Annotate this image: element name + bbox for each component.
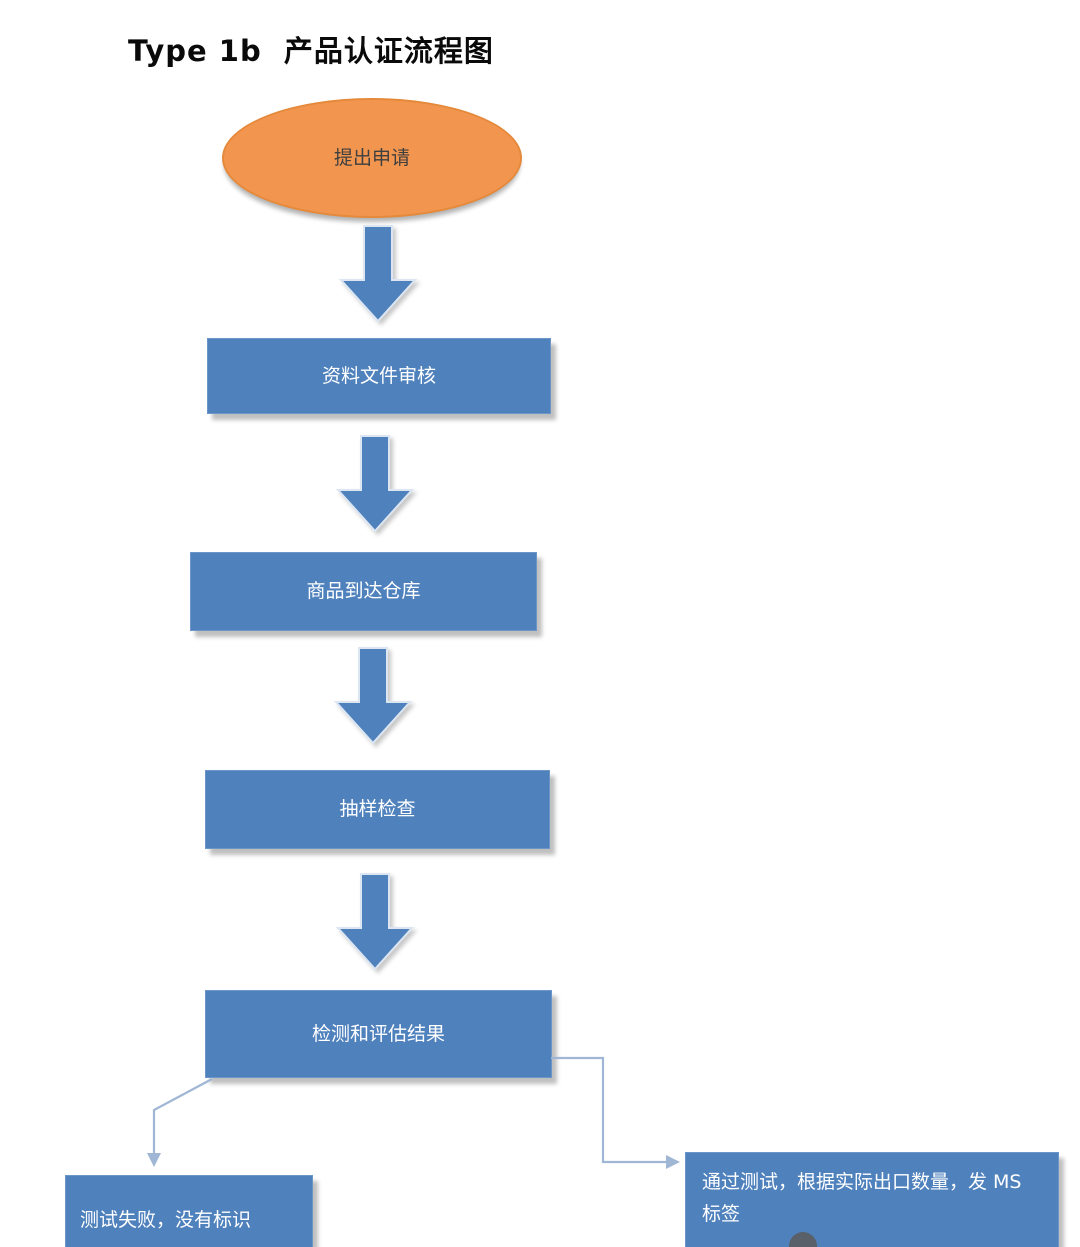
node-test-failed-label: 测试失败，没有标识 xyxy=(80,1208,252,1231)
node-start-label: 提出申请 xyxy=(333,146,410,169)
down-arrow-icon xyxy=(335,434,415,534)
connector-fail-branch xyxy=(147,1078,213,1167)
node-test-failed-no-label: 测试失败，没有标识 xyxy=(65,1175,313,1247)
node-sampling-inspection-label: 抽样检查 xyxy=(339,798,416,821)
node-test-and-evaluation-result-label: 检测和评估结果 xyxy=(311,1022,445,1045)
node-test-and-evaluation-result: 检测和评估结果 xyxy=(205,990,552,1078)
node-test-passed-label: 通过测试，根据实际出口数量，发 MS 标签 xyxy=(702,1171,1022,1226)
node-document-review-label: 资料文件审核 xyxy=(321,364,436,387)
connector-pass-branch xyxy=(551,1056,680,1169)
node-goods-arrive-warehouse: 商品到达仓库 xyxy=(190,552,537,631)
node-test-passed-issue-ms-label: 通过测试，根据实际出口数量，发 MS 标签 xyxy=(685,1152,1059,1247)
down-arrow-icon xyxy=(338,224,418,324)
down-arrow-icon xyxy=(335,872,415,972)
down-arrow-icon xyxy=(333,646,413,746)
node-sampling-inspection: 抽样检查 xyxy=(205,770,550,849)
node-goods-arrive-warehouse-label: 商品到达仓库 xyxy=(306,580,421,603)
node-document-review: 资料文件审核 xyxy=(207,338,551,414)
node-start: 提出申请 xyxy=(222,98,522,218)
watermark-circle-icon xyxy=(789,1232,817,1247)
page-title: Type 1b 产品认证流程图 xyxy=(128,34,494,68)
